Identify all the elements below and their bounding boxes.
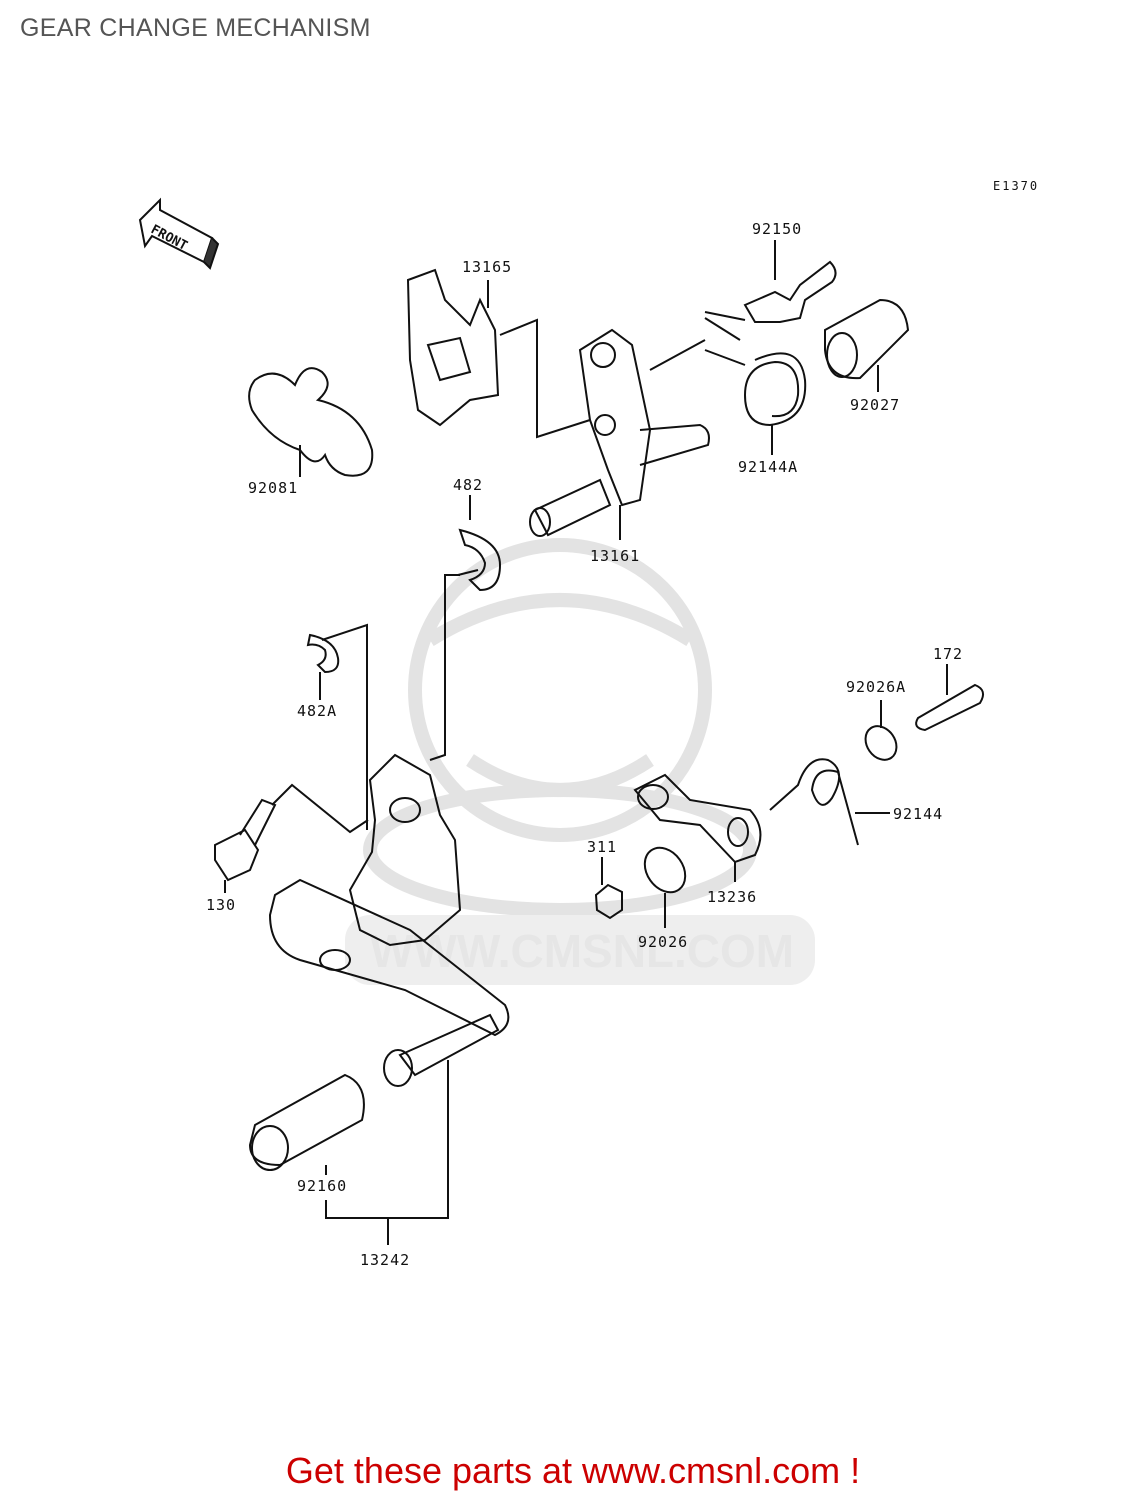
watermark-banner (345, 915, 815, 985)
bolt-thread (239, 798, 277, 846)
part-92160-footpeg-rubber (248, 1073, 365, 1167)
circlip-tab (457, 569, 479, 576)
part-92150-bolt (743, 260, 837, 323)
leader (429, 574, 460, 761)
label-92144a: 92144A (738, 458, 798, 476)
part-311-nut (594, 883, 623, 920)
arm-hole (727, 817, 749, 847)
label-92027: 92027 (850, 396, 900, 414)
label-482: 482 (453, 476, 483, 494)
label-92026a: 92026A (846, 678, 906, 696)
watermark-text: WWW.CMSNL.COM (370, 925, 794, 977)
part-92081-gasket (248, 367, 374, 477)
leader (499, 318, 591, 439)
part-13161-shaft (578, 328, 652, 507)
label-92144: 92144 (893, 805, 943, 823)
plate-slot (426, 336, 472, 382)
page-title: GEAR CHANGE MECHANISM (20, 14, 371, 42)
part-172-pin (915, 683, 985, 732)
leader (649, 339, 706, 371)
lever-peg-end (383, 1049, 413, 1087)
label-172: 172 (933, 645, 963, 663)
part-92026-washer (643, 846, 687, 894)
label-92150: 92150 (752, 220, 802, 238)
label-482a: 482A (297, 702, 337, 720)
shaft-hole (594, 414, 616, 436)
diagram-code: E1370 (993, 179, 1039, 193)
shaft-end (529, 507, 551, 537)
part-92144-spring (769, 758, 859, 846)
label-311: 311 (587, 838, 617, 856)
label-92160: 92160 (297, 1177, 347, 1195)
shaft-pin (590, 342, 616, 368)
shaft-spline (533, 478, 612, 537)
part-13242-shift-lever (348, 753, 462, 947)
label-92081: 92081 (248, 479, 298, 497)
collar-bore (826, 332, 858, 378)
label-13236: 13236 (707, 888, 757, 906)
arm-boss (637, 784, 669, 810)
part-13165-plate (406, 268, 500, 427)
lever-slot (319, 949, 351, 971)
label-13242: 13242 (360, 1251, 410, 1269)
lever-clamp-hole (389, 797, 421, 823)
rubber-end (251, 1125, 289, 1171)
watermark (363, 538, 757, 917)
part-92027-collar (824, 298, 910, 380)
part-482-circlip (458, 528, 502, 592)
label-92026: 92026 (638, 933, 688, 951)
lever-arm (268, 878, 510, 1037)
lever-peg (398, 1013, 500, 1077)
part-92144a-spring (704, 317, 807, 427)
part-92026a-washer (864, 725, 898, 761)
part-13236-arm (633, 773, 762, 864)
leader (321, 623, 368, 830)
part-130-bolt (214, 828, 260, 882)
leader (271, 783, 369, 834)
footer-link[interactable]: Get these parts at www.cmsnl.com ! (285, 1450, 861, 1491)
front-arrow-icon: FRONT (138, 197, 220, 270)
part-482a-circlip (306, 633, 340, 674)
leader (704, 311, 746, 321)
shaft-rod (639, 423, 710, 466)
label-13161: 13161 (590, 547, 640, 565)
label-130: 130 (206, 896, 236, 914)
label-13165: 13165 (462, 258, 512, 276)
